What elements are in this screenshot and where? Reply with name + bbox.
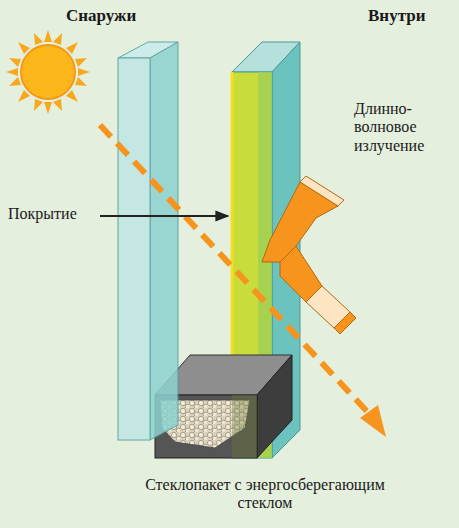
sunlight-ray <box>100 125 375 420</box>
caption: Стеклопакет с энергосберегающим стеклом <box>140 476 390 513</box>
coating-label: Покрытие <box>8 205 98 223</box>
leader-line <box>100 215 228 217</box>
longwave-arrow <box>262 176 356 334</box>
side-label: Снаружи <box>66 6 156 26</box>
outer-pane <box>118 42 178 440</box>
sun <box>6 30 90 114</box>
radiation-label: Длинно- волновое излучение <box>354 100 450 155</box>
side-label: Внутри <box>368 6 448 26</box>
sunlight-arrowhead <box>360 405 386 437</box>
